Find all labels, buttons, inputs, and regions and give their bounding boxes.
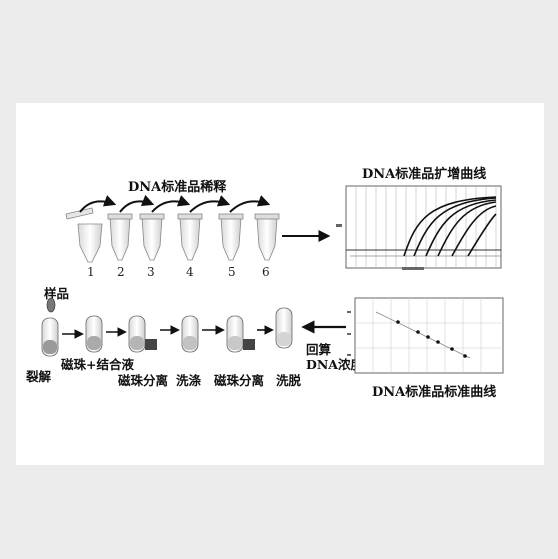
amplification-plot: [336, 185, 502, 270]
standard-curve-plot: [347, 297, 504, 374]
amplification-title: DNA标准品扩增曲线: [362, 167, 487, 182]
tube-number-2: 2: [117, 265, 125, 279]
transfer-arrow-4: [189, 195, 231, 213]
back-calc-line2: DNA浓度: [306, 357, 363, 372]
dilution-tube-2: [107, 213, 133, 261]
elution-label: 洗脱: [276, 373, 302, 388]
magnetic-separation-label-2: 磁珠分离: [214, 373, 265, 388]
figure-panel: [16, 103, 544, 465]
transfer-arrow-5: [229, 195, 271, 213]
transfer-arrow-1: [79, 195, 117, 213]
extraction-tube-lysis: [41, 317, 59, 357]
tube-number-5: 5: [228, 265, 236, 279]
extraction-tube-separation-2: [226, 315, 255, 353]
extraction-tube-wash: [181, 315, 199, 353]
extraction-tube-binding: [85, 315, 103, 353]
dilution-tube-6: [254, 213, 280, 261]
tube-number-4: 4: [186, 265, 194, 279]
wash-label: 洗涤: [176, 373, 202, 388]
tube-number-3: 3: [147, 265, 155, 279]
tube-number-6: 6: [262, 265, 270, 279]
dilution-tube-5: [218, 213, 244, 261]
magnetic-separation-label-1: 磁珠分离: [118, 373, 169, 388]
beads-binding-label: 磁珠+结合液: [61, 357, 134, 372]
transfer-arrow-2: [119, 194, 155, 213]
back-calc-line1: 回算: [306, 342, 332, 357]
sample-label: 样品: [44, 286, 70, 301]
dilution-tube-3: [139, 213, 165, 261]
extraction-tube-elution: [275, 307, 293, 349]
extraction-tube-separation-1: [128, 315, 157, 353]
dilution-tube-1: [65, 207, 103, 263]
standard-curve-title: DNA标准品标准曲线: [372, 385, 497, 400]
dilution-tube-4: [177, 213, 203, 261]
sample-droplet: [46, 297, 56, 313]
transfer-arrow-3: [151, 195, 191, 213]
dilution-title: DNA标准品稀释: [128, 180, 227, 195]
lysis-label: 裂解: [26, 369, 52, 384]
tube-number-1: 1: [87, 265, 95, 279]
